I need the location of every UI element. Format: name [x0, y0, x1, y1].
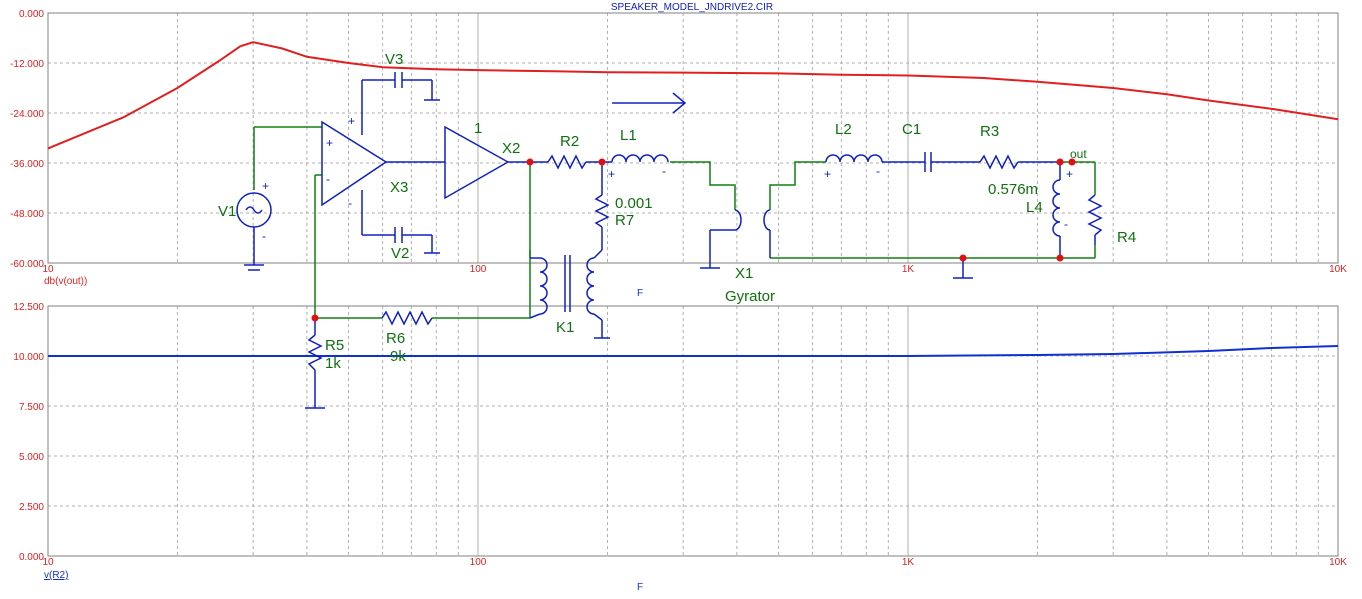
label-r6: R6: [386, 330, 405, 347]
y-tick-label: -48.000: [10, 209, 44, 220]
x-tick-label: 1K: [902, 264, 915, 275]
svg-text:-: -: [326, 172, 330, 186]
plot-frame: [47, 305, 1339, 557]
y-tick-label: 12.500: [13, 302, 44, 313]
label-l4-value: 0.576m: [988, 181, 1038, 198]
r4-resistor[interactable]: [1087, 194, 1103, 236]
l4-inductor[interactable]: [1052, 179, 1061, 237]
r6-resistor[interactable]: [381, 310, 433, 326]
schematic-wires: [253, 126, 1096, 319]
svg-text:+: +: [824, 167, 831, 181]
y-tick-label: -12.000: [10, 59, 44, 70]
x1-gyrator[interactable]: [734, 209, 742, 231]
y-tick-label: 5.000: [19, 452, 44, 463]
schematic-nodes: [311, 158, 1076, 322]
label-c1: C1: [902, 121, 921, 138]
y-tick-label: -60.000: [10, 259, 44, 270]
y-tick-label: 2.500: [19, 502, 44, 513]
label-gain: 1: [474, 120, 482, 137]
y-tick-label: 7.500: [19, 402, 44, 413]
svg-text:-: -: [262, 229, 266, 243]
label-k1: K1: [556, 319, 574, 336]
series-label: db(v(out)): [44, 276, 87, 287]
label-r5: R5: [325, 337, 344, 354]
label-x1: X1: [735, 265, 753, 282]
l1-inductor[interactable]: [611, 154, 669, 163]
x-tick-label: 10K: [1329, 557, 1347, 568]
label-r3: R3: [980, 123, 999, 140]
x-tick-label: 10: [42, 557, 54, 568]
label-r7: R7: [615, 212, 634, 229]
y-tick-label: 10.000: [13, 352, 44, 363]
x-tick-label: 10K: [1329, 264, 1347, 275]
r5-resistor[interactable]: [307, 334, 323, 371]
x-axis-label: F: [637, 288, 643, 299]
x3-opamp[interactable]: [321, 120, 388, 207]
label-v1: V1: [218, 203, 236, 220]
x-axis-label: F: [637, 582, 643, 593]
series-line: [47, 41, 1339, 150]
schematic-parts: [236, 72, 1103, 409]
x-tick-label: 100: [470, 264, 487, 275]
y-tick-label: 0.000: [19, 552, 44, 563]
label-r4: R4: [1117, 229, 1136, 246]
label-l4: L4: [1026, 199, 1043, 216]
svg-text:-: -: [1064, 217, 1068, 231]
series-label: v(R2): [44, 570, 68, 581]
label-x3: X3: [390, 179, 408, 196]
schematic-labels: V1 V3 V2 X3 1 X2 R2 L1 0.001 R7 K1 R5 1k…: [218, 51, 1136, 372]
x-tick-label: 1K: [902, 557, 915, 568]
label-l1: L1: [620, 127, 637, 144]
series-line: [48, 345, 1339, 357]
label-v2: V2: [391, 245, 409, 262]
window-title: SPEAKER_MODEL_JNDRIVE2.CIR: [611, 2, 773, 13]
schematic-polarity: + - + - + - + - + - + -: [262, 114, 1073, 243]
label-gyrator: Gyrator: [725, 288, 775, 305]
label-r7-value: 0.001: [615, 195, 653, 212]
label-out: out: [1070, 147, 1087, 161]
y-tick-label: -36.000: [10, 159, 44, 170]
svg-text:+: +: [608, 167, 615, 181]
svg-text:+: +: [262, 179, 269, 193]
label-r5-value: 1k: [325, 355, 341, 372]
label-v3: V3: [385, 51, 403, 68]
y-tick-label: 0.000: [19, 9, 44, 20]
label-l2: L2: [835, 121, 852, 138]
k1-transformer[interactable]: [539, 257, 548, 315]
chart-db-out: 0.000 -12.000 -24.000 -36.000 -48.000 -60.000…: [10, 9, 1347, 299]
r3-resistor[interactable]: [979, 154, 1019, 170]
x-tick-label: 100: [470, 557, 487, 568]
label-x2: X2: [502, 140, 520, 157]
schematic: + - + - + - + - + - + - V1 V3 V2 X3 1 X2 R2 L1…: [218, 51, 1136, 409]
svg-text:+: +: [348, 114, 355, 128]
plot-frame: [47, 12, 1339, 264]
svg-text:-: -: [876, 164, 880, 178]
label-r6-value: 9k: [390, 348, 406, 365]
label-r2: R2: [560, 133, 579, 150]
x-tick-label: 10: [42, 264, 54, 275]
y-tick-label: -24.000: [10, 109, 44, 120]
svg-text:-: -: [348, 196, 352, 210]
r2-resistor[interactable]: [547, 154, 587, 170]
svg-text:+: +: [1066, 167, 1073, 181]
l2-inductor[interactable]: [825, 154, 883, 163]
r7-resistor[interactable]: [594, 194, 610, 228]
x2-buffer[interactable]: [444, 125, 510, 200]
svg-text:+: +: [326, 136, 333, 150]
svg-text:-: -: [662, 164, 666, 178]
